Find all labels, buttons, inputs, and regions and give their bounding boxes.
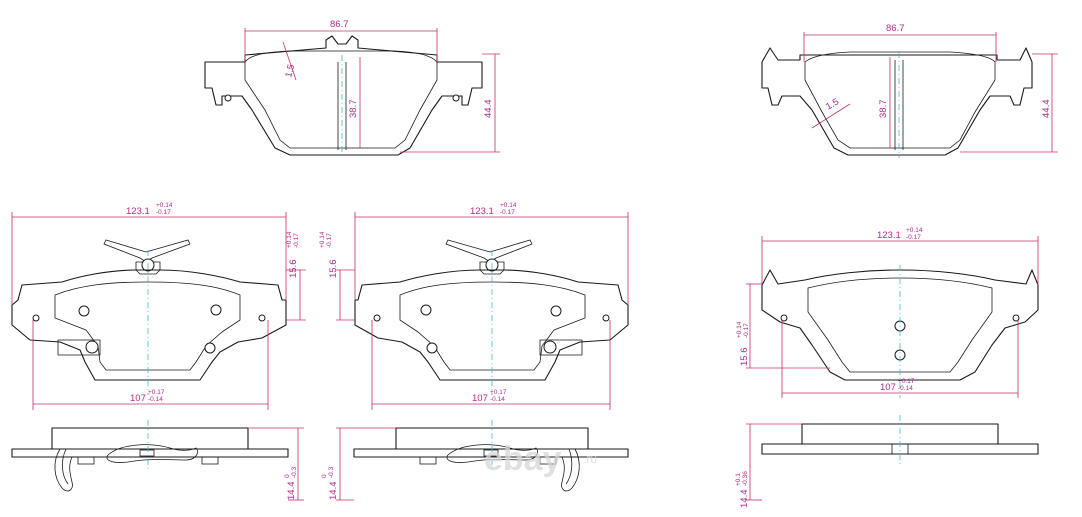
middle-left-pad: 123.1 +0.14 -0.17 107 +0.17 -0.14 15.6 +… [11, 202, 306, 410]
mid-right-height-label: 15.6 [739, 348, 750, 367]
mid-right-height-tol-lower: -0.17 [743, 323, 750, 338]
top-left-inner-height-label: 38.7 [348, 100, 359, 119]
mid-center-inner-length-label: 107 [472, 393, 488, 404]
bottom-right-thickness-tol-upper: +0.1 [735, 473, 742, 486]
middle-right-pad: 123.1 +0.14 -0.17 107 +0.17 -0.14 15.6 +… [736, 227, 1039, 398]
watermark: ebay .ru [484, 440, 597, 478]
mid-right-height-tol-upper: +0.14 [736, 321, 743, 338]
mid-center-height-tol-lower: -0.17 [326, 233, 333, 248]
mid-center-height-tol-upper: +0.14 [319, 231, 326, 248]
mid-right-inner-length-label: 107 [880, 382, 896, 393]
mid-right-length-tol-lower: -0.17 [906, 234, 921, 241]
mid-center-inner-tol-upper: +0.17 [490, 389, 507, 396]
bottom-right-side-view: 14.4 +0.1 -0.36 [735, 415, 1039, 509]
top-right-radius-label: 1.5 [824, 96, 841, 112]
mid-left-height-tol-lower: -0.17 [293, 233, 300, 248]
mid-left-height-tol-upper: +0.14 [286, 231, 293, 248]
watermark-brand: ebay [484, 440, 562, 478]
bottom-right-thickness-label: 14.4 [739, 490, 750, 509]
mid-left-inner-tol-upper: +0.17 [148, 389, 165, 396]
mid-left-height-label: 15.6 [288, 260, 299, 279]
bottom-center-thickness-tol-lower: -0.3 [328, 466, 335, 478]
top-right-width-label: 86.7 [886, 23, 905, 34]
mid-center-length-tol-upper: +0.14 [500, 202, 517, 209]
bottom-left-thickness-tol-upper: 0 [284, 474, 291, 478]
mid-left-length-label: 123.1 [126, 206, 150, 217]
top-right-outer-height-label: 44.4 [1041, 100, 1052, 119]
mid-right-inner-tol-upper: +0.17 [898, 378, 915, 385]
mid-right-inner-tol-lower: -0.14 [898, 385, 913, 392]
mid-right-length-tol-upper: +0.14 [906, 227, 923, 234]
bottom-center-thickness-tol-upper: 0 [321, 474, 328, 478]
bottom-right-thickness-tol-lower: -0.36 [742, 471, 749, 486]
bottom-center-side-view: 14.4 0 -0.3 [321, 420, 629, 501]
mid-left-inner-length-label: 107 [130, 393, 146, 404]
bottom-left-thickness-tol-lower: -0.3 [291, 466, 298, 478]
mid-left-length-tol-upper: +0.14 [156, 202, 173, 209]
top-left-radius-label: 1.5 [283, 63, 297, 79]
bottom-left-thickness-label: 14.4 [286, 482, 297, 501]
mid-center-length-label: 123.1 [470, 206, 494, 217]
mid-left-length-tol-lower: -0.17 [156, 209, 171, 216]
top-left-pad-profile: 86.7 38.7 44.4 1.5 [204, 19, 500, 158]
mid-left-inner-tol-lower: -0.14 [148, 396, 163, 403]
top-right-pad-profile: 86.7 38.7 44.4 1.5 [761, 23, 1058, 158]
top-left-width-label: 86.7 [330, 19, 349, 30]
mid-center-height-label: 15.6 [328, 260, 339, 279]
bottom-center-thickness-label: 14.4 [328, 482, 339, 501]
top-right-inner-height-label: 38.7 [878, 100, 889, 119]
mid-right-length-label: 123.1 [877, 230, 901, 241]
bottom-left-side-view: 14.4 0 -0.3 [11, 420, 304, 501]
mid-center-inner-tol-lower: -0.14 [490, 396, 505, 403]
watermark-suffix: .ru [583, 452, 597, 466]
top-left-outer-height-label: 44.4 [483, 100, 494, 119]
middle-center-pad: 123.1 +0.14 -0.17 107 +0.17 -0.14 15.6 +… [319, 202, 629, 410]
mid-center-length-tol-lower: -0.17 [500, 209, 515, 216]
